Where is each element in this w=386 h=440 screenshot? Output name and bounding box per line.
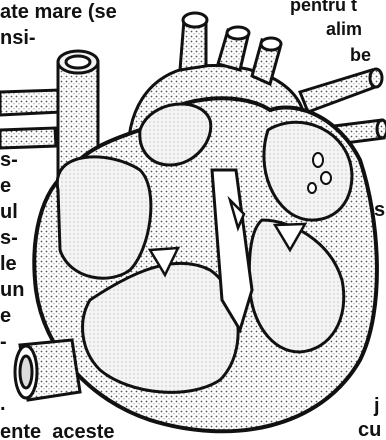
text-left-col-6: e bbox=[0, 306, 11, 326]
text-bottom-right-cu: cu bbox=[358, 420, 381, 440]
text-left-col-3: s- bbox=[0, 228, 18, 248]
left-vessels bbox=[0, 90, 62, 148]
text-top-right-line1: pentru t bbox=[290, 0, 357, 14]
text-left-col-4: le bbox=[0, 254, 17, 274]
text-top-left-line2: nsi- bbox=[0, 28, 36, 48]
text-left-col-0: s- bbox=[0, 150, 18, 170]
right-atrium bbox=[57, 157, 151, 278]
text-right-s: s bbox=[374, 200, 385, 220]
text-left-col-1: e bbox=[0, 176, 11, 196]
text-bottom-line: ente aceste bbox=[0, 422, 115, 440]
text-left-col-8: . bbox=[0, 394, 6, 414]
text-left-col-5: un bbox=[0, 280, 24, 300]
text-left-col-2: ul bbox=[0, 202, 18, 222]
text-top-right-line2: alim bbox=[326, 20, 362, 38]
inferior-vena-cava bbox=[15, 340, 80, 400]
text-bottom-right-j: j bbox=[374, 396, 380, 416]
text-top-left-line1: ate mare (se bbox=[0, 2, 117, 22]
text-left-col-7: - bbox=[0, 332, 7, 352]
text-top-right-line3: be bbox=[350, 46, 371, 64]
